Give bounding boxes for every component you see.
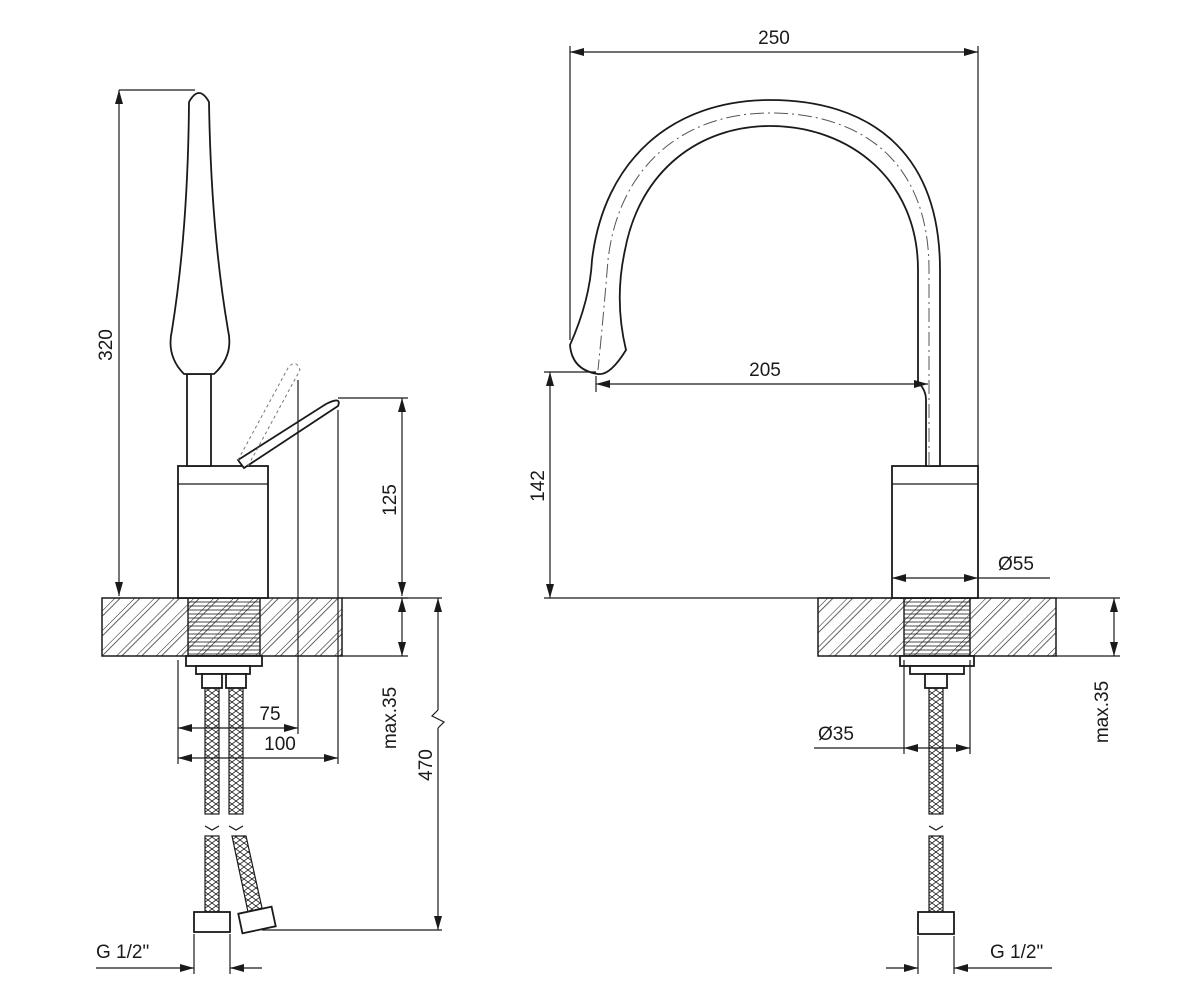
dim-142: 142 [528,470,549,502]
dim-d55: Ø55 [998,554,1034,575]
front-view [569,99,1057,935]
side-hose-right-nut [237,905,277,935]
side-faucet-body [177,465,269,599]
side-spout-stem [186,373,212,467]
front-gooseneck-spout [569,99,941,467]
side-hose-left-nut [193,911,231,933]
dim-205: 205 [749,360,781,381]
front-hose-lower [928,835,944,913]
side-shank-washer [195,665,251,675]
side-thread-label: G 1/2" [96,942,149,963]
side-spout-teardrop [169,92,231,375]
dim-front-max35: max.35 [1092,681,1113,743]
dim-side-max35: max.35 [380,687,401,749]
front-hose [928,687,944,815]
dim-320: 320 [96,329,117,361]
side-hose-right-lower [231,835,263,913]
dim-d35: Ø35 [818,724,854,745]
dim-250: 250 [758,28,790,49]
side-view [101,92,343,935]
side-threaded-shank [187,597,261,657]
front-thread-label: G 1/2" [990,942,1043,963]
dim-125: 125 [380,484,401,516]
side-lever [236,399,340,470]
side-shank-nut [185,655,263,667]
front-shank-washer [909,665,965,675]
dim-100: 100 [264,734,296,755]
front-threaded-shank [903,597,971,657]
side-hose-left-lower [204,835,220,913]
front-faucet-body [891,465,979,599]
dim-75: 75 [259,704,280,725]
side-hose-right [228,685,244,815]
front-shank-nut [899,655,975,667]
side-hose-left [204,685,220,815]
side-lever-open-ghost [237,363,301,467]
side-dimensions: 320 125 max.35 470 75 100 [96,89,446,974]
dim-470: 470 [416,749,437,781]
front-hose-nut [917,911,955,935]
front-dimensions: 250 205 142 Ø55 Ø35 max.35 [528,28,1120,974]
